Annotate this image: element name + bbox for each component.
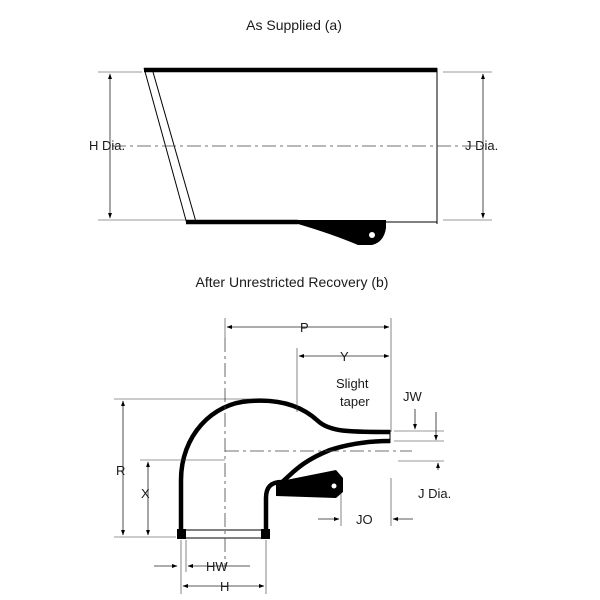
supplied-tube: [143, 67, 438, 245]
j-dia-bottom-dimension: [398, 460, 444, 470]
recovery-centerlines: [224, 338, 412, 570]
hw-label: HW: [206, 559, 228, 574]
jw-dimension: [394, 409, 444, 442]
title-after-recovery: After Unrestricted Recovery (b): [196, 274, 389, 290]
r-label: R: [116, 463, 125, 478]
h-dia-dimension: [98, 71, 186, 221]
r-dimension: [114, 398, 250, 538]
jo-label: JO: [356, 512, 373, 527]
recovered-boot: [177, 398, 391, 539]
x-dimension: [140, 459, 225, 536]
j-dia-bottom-label: J Dia.: [418, 486, 451, 501]
h-dia-label: H Dia.: [89, 138, 125, 153]
slight-taper-label-line1: Slight: [336, 376, 369, 391]
y-label: Y: [340, 349, 349, 364]
y-dimension: [296, 348, 390, 412]
j-dia-top-dimension: [443, 71, 492, 221]
x-label: X: [141, 486, 150, 501]
h-label: H: [220, 579, 229, 594]
title-as-supplied: As Supplied (a): [246, 17, 342, 33]
slight-taper-label-line2: taper: [340, 394, 370, 409]
hw-dimension: [154, 540, 267, 594]
p-dimension: [224, 318, 392, 432]
jw-label: JW: [403, 389, 423, 404]
jo-dimension: [318, 478, 413, 526]
j-dia-top-label: J Dia.: [465, 138, 498, 153]
p-label: P: [300, 320, 309, 335]
